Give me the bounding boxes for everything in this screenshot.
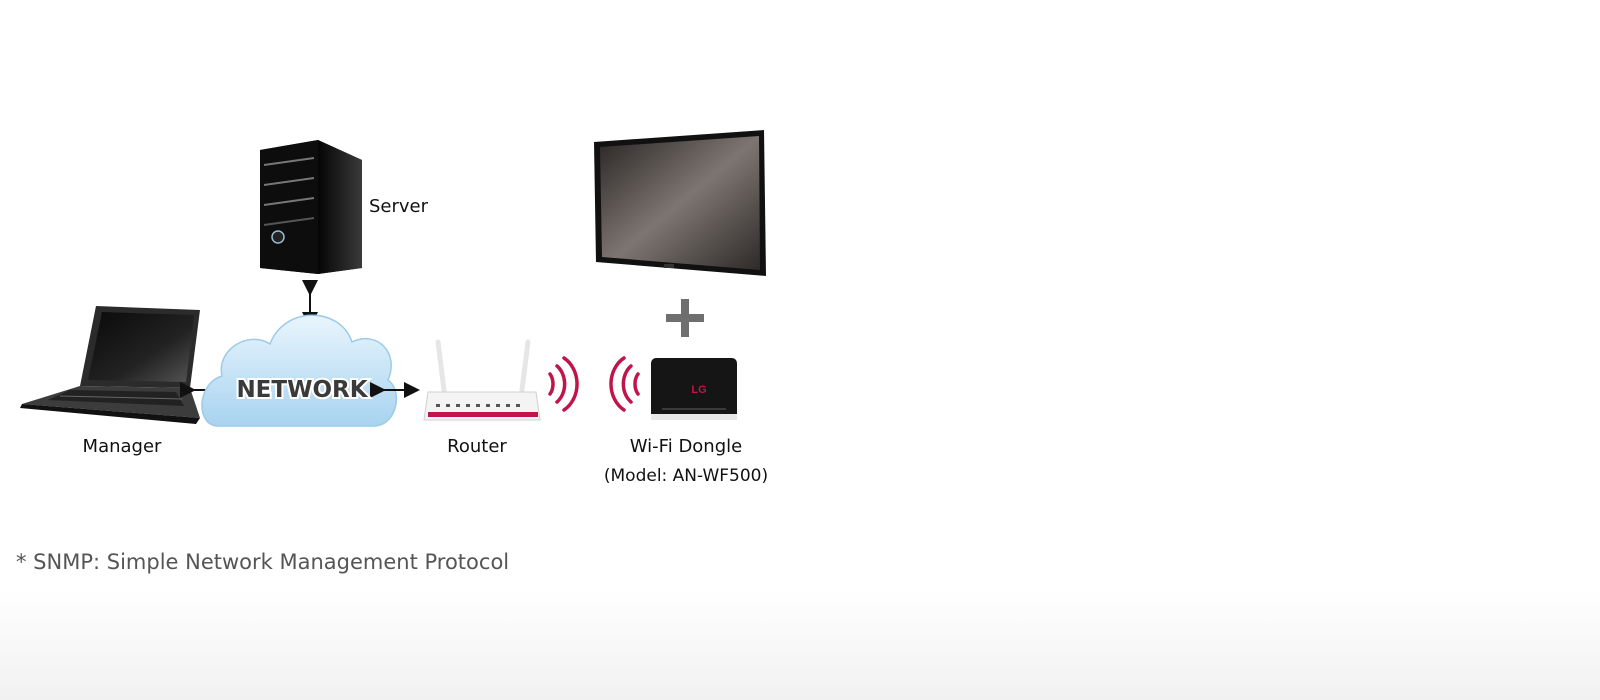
plus-icon bbox=[666, 299, 704, 337]
router-icon bbox=[423, 339, 541, 421]
network-label: NETWORK bbox=[236, 377, 368, 403]
dongle-label: Wi-Fi Dongle bbox=[629, 436, 743, 457]
laptop-icon bbox=[20, 306, 200, 424]
dongle-logo: LG bbox=[691, 384, 706, 396]
cloud-icon bbox=[201, 314, 398, 427]
router-label: Router bbox=[447, 436, 507, 457]
dongle-wifi-waves bbox=[609, 356, 640, 412]
footnote: * SNMP: Simple Network Management Protoc… bbox=[16, 550, 510, 574]
router-wifi-waves bbox=[548, 356, 579, 412]
wifi-dongle-icon bbox=[651, 358, 737, 420]
manager-label: Manager bbox=[82, 436, 162, 457]
server-label: Server bbox=[369, 196, 429, 217]
dongle-model-label: (Model: AN-WF500) bbox=[603, 466, 769, 486]
server-icon bbox=[260, 140, 362, 274]
tv-display-icon bbox=[594, 130, 766, 276]
